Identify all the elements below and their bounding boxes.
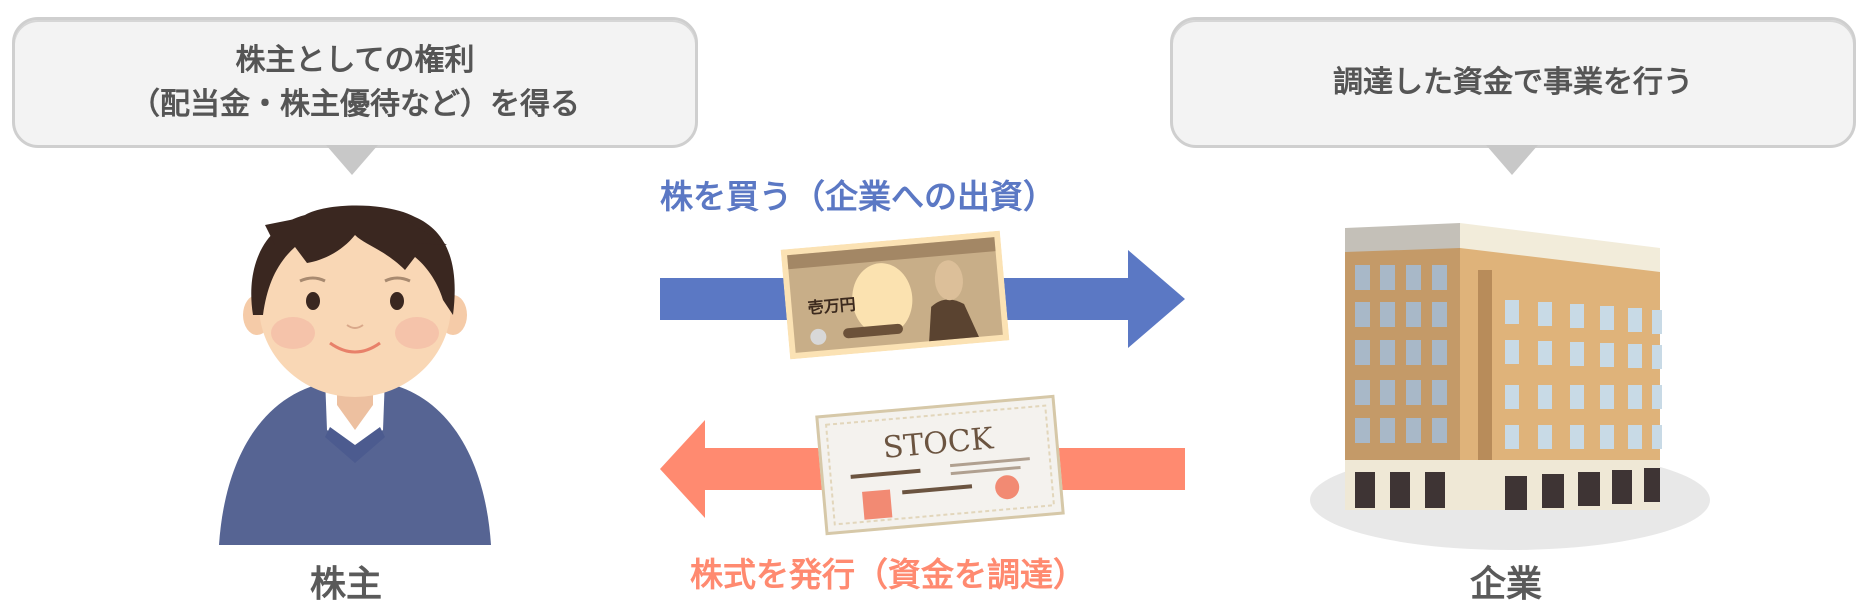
company-business-bubble: 調達した資金で事業を行う	[1170, 17, 1856, 148]
person-icon	[215, 205, 495, 545]
shareholder-label: 株主	[310, 564, 383, 605]
company-bubble-text: 調達した資金で事業を行う	[1333, 64, 1693, 100]
company-bubble-tail	[1486, 145, 1538, 175]
company-label: 企業	[1470, 564, 1543, 605]
shareholder-rights-bubble: 株主としての権利 （配当金・株主優待など）を得る	[12, 17, 698, 148]
svg-text:壱万円: 壱万円	[807, 295, 856, 318]
issue-stock-caption: 株式を発行（資金を調達）	[690, 555, 1086, 594]
shareholder-bubble-line2: （配当金・株主優待など）を得る	[130, 86, 580, 122]
banknote-icon: 壱万円	[780, 230, 1010, 360]
building-icon	[1310, 210, 1730, 550]
shareholder-bubble-line1: 株主としての権利	[235, 42, 475, 78]
shareholder-bubble-tail	[326, 145, 378, 175]
buy-stock-caption: 株を買う（企業への出資）	[660, 177, 1056, 216]
stock-certificate-icon: STOCK	[811, 391, 1069, 539]
